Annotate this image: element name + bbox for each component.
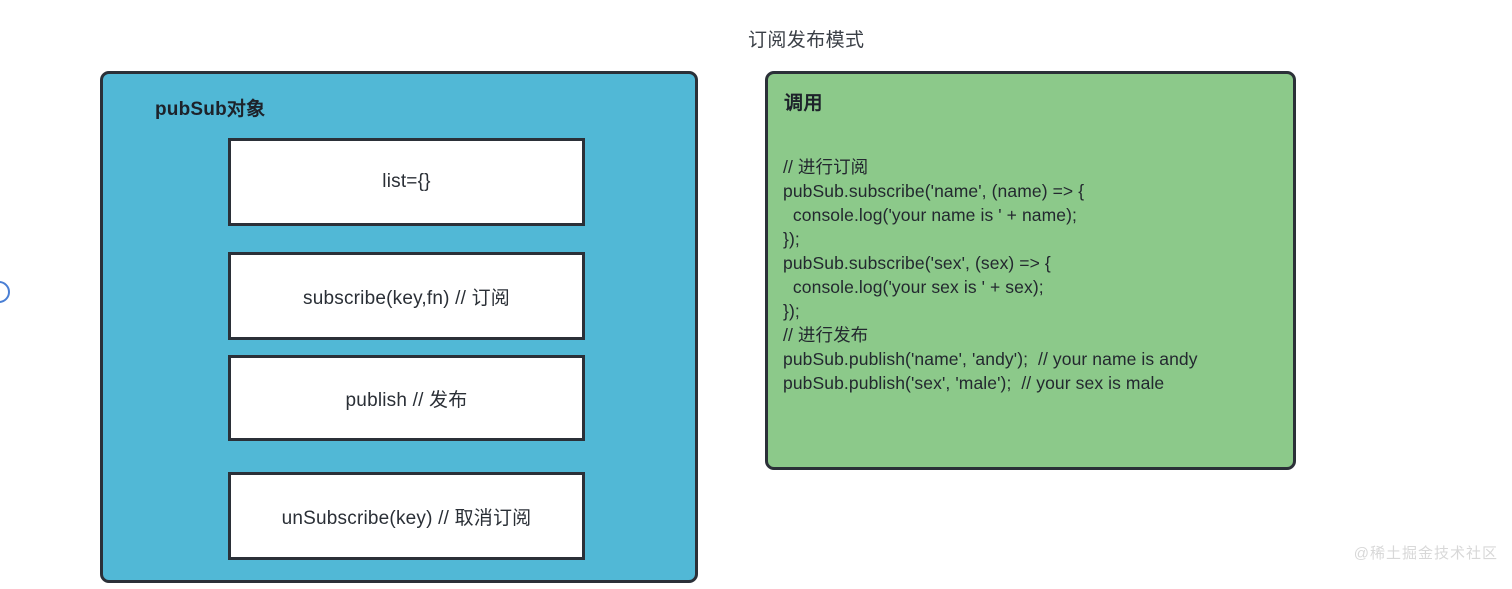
- code-sample: // 进行订阅 pubSub.subscribe('name', (name) …: [783, 157, 1198, 393]
- watermark: @稀土掘金技术社区: [1353, 545, 1498, 562]
- code-card-title: 调用: [784, 93, 824, 114]
- member-label: subscribe(key,fn) // 订阅: [303, 287, 510, 309]
- pubsub-card-title: pubSub对象: [155, 99, 266, 120]
- member-label: publish // 发布: [345, 389, 468, 411]
- pubsub-object-card: pubSub对象 list={} subscribe(key,fn) // 订阅…: [100, 71, 698, 583]
- member-label: unSubscribe(key) // 取消订阅: [281, 507, 532, 529]
- section-heading: 订阅发布模式: [748, 30, 865, 51]
- member-label: list={}: [382, 171, 431, 192]
- usage-code-card: 调用 // 进行订阅 pubSub.subscribe('name', (nam…: [765, 71, 1296, 470]
- member-box-publish: publish // 发布: [228, 355, 585, 441]
- member-box-subscribe: subscribe(key,fn) // 订阅: [228, 252, 585, 340]
- edge-circle-icon: [0, 281, 10, 303]
- member-box-unsubscribe: unSubscribe(key) // 取消订阅: [228, 472, 585, 560]
- member-box-list: list={}: [228, 138, 585, 226]
